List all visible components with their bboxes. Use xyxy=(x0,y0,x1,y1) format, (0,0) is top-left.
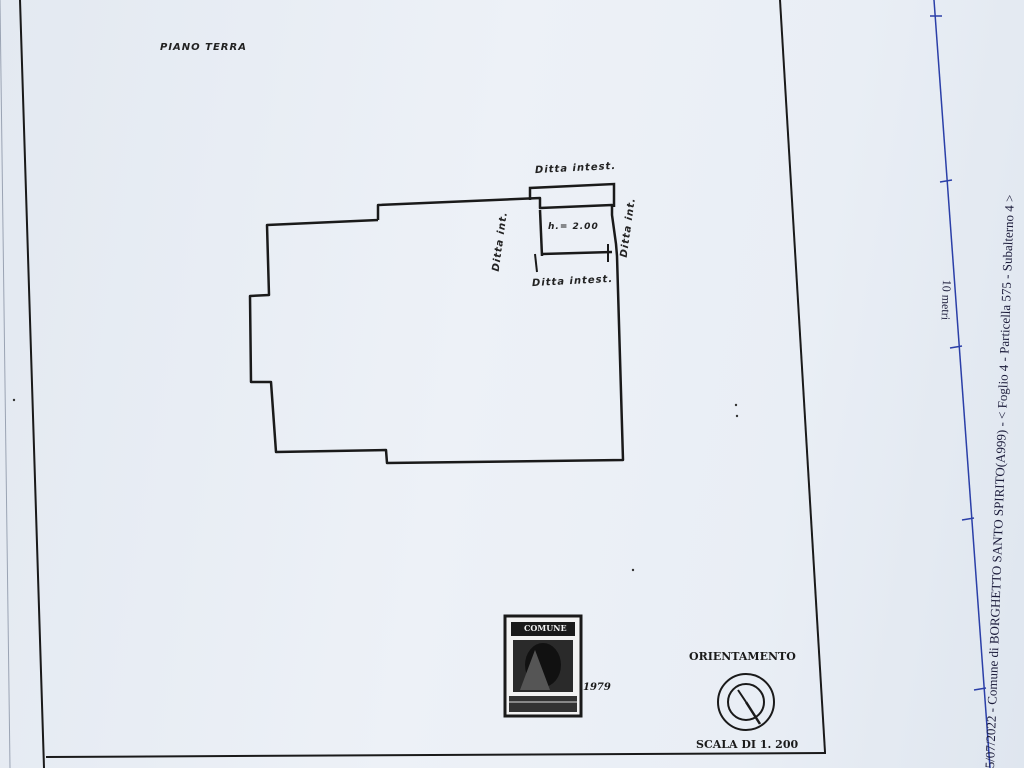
frame-bottom-border xyxy=(45,752,827,758)
annex-wall-stub xyxy=(534,253,538,273)
frame-right-border xyxy=(779,0,826,753)
stamp-header-text: COMUNE xyxy=(524,623,567,633)
main-room-outline xyxy=(248,196,625,465)
margin-tick xyxy=(973,687,987,691)
page-edge-line xyxy=(0,0,11,768)
speck xyxy=(631,568,635,572)
annex-bottom-wall xyxy=(541,250,613,256)
margin-tick xyxy=(949,345,963,349)
margin-tick xyxy=(939,179,953,183)
speck xyxy=(735,414,739,418)
floor-label: PIANO TERRA xyxy=(160,42,247,53)
margin-scale-unit: 10 metri xyxy=(938,279,954,321)
stamp-year: 1979 xyxy=(583,682,611,693)
compass-symbol xyxy=(717,673,775,731)
municipal-stamp-image xyxy=(503,614,583,718)
orientation-label: ORIENTAMENTO xyxy=(689,650,796,663)
frame-left-border xyxy=(19,0,45,768)
annex-room-outline xyxy=(528,182,616,207)
margin-blue-line xyxy=(933,0,991,768)
margin-tick xyxy=(961,517,975,521)
annex-left-wall xyxy=(538,209,544,257)
scale-label: SCALA DI 1. 200 xyxy=(696,738,799,751)
speck xyxy=(12,398,16,402)
room-height-label: h.= 2.00 xyxy=(548,222,599,232)
speck xyxy=(734,403,738,407)
